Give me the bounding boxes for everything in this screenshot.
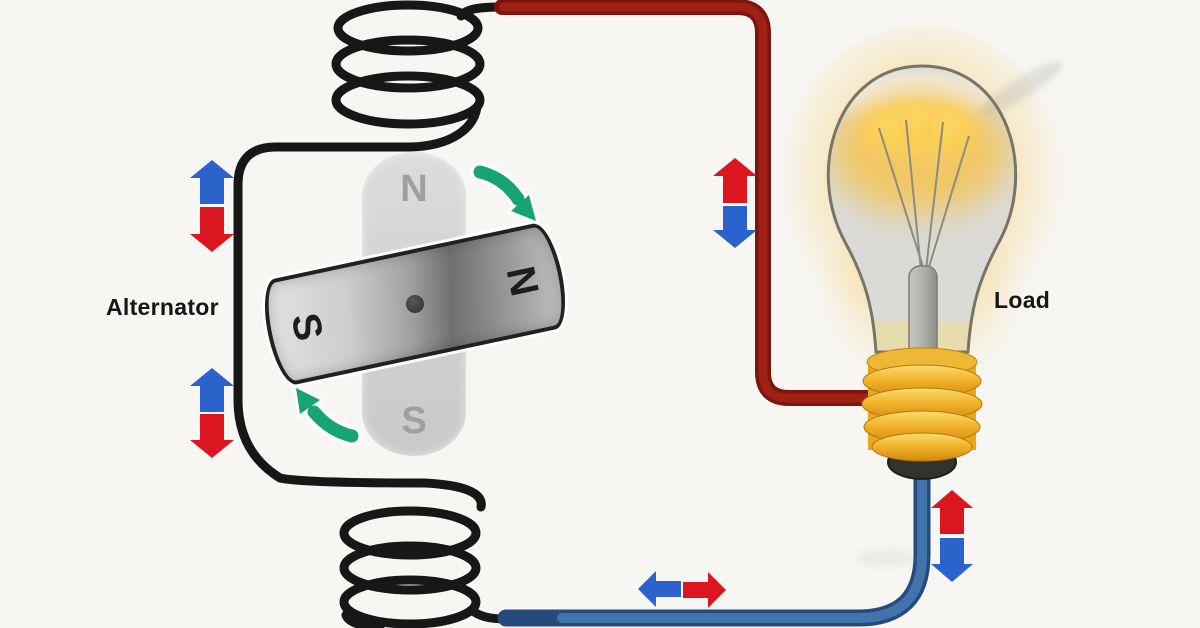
ac-arrow-right-bottom-wire-icon: [683, 572, 726, 608]
rotation-arrow-bottom-icon: [292, 384, 362, 446]
bulb-top-highlight: [828, 72, 1003, 120]
ac-arrow-up-left-upper-icon: [190, 160, 234, 204]
watermark-smudge: [856, 549, 916, 567]
rotor-south-pole-label: S: [282, 309, 332, 345]
glow-scallop: [903, 103, 929, 129]
screw-ridge: [861, 387, 983, 421]
rotor-north-pole-label: N: [497, 262, 547, 300]
ac-arrow-up-red-wire-icon: [713, 158, 757, 203]
rotation-arrow-top-icon: [470, 162, 541, 226]
bulb-screw-base: [861, 347, 983, 480]
light-bulb: [826, 64, 1018, 480]
ac-arrow-up-blue-riser-icon: [931, 490, 973, 534]
alternator-label: Alternator: [106, 294, 219, 320]
ac-arrow-up-left-lower-icon: [190, 368, 234, 412]
filament-glow-core: [860, 102, 976, 158]
bulb-stem: [908, 265, 938, 352]
red-wire: [494, 0, 878, 406]
screw-ridge: [866, 347, 978, 377]
bottom-coil: [339, 506, 511, 628]
ac-arrow-down-left-upper-icon: [190, 207, 234, 252]
ac-arrow-down-left-lower-icon: [190, 414, 234, 458]
glow-scallop: [935, 111, 961, 137]
bulb-glass-outline: [826, 64, 1018, 354]
filament-wires: [878, 119, 970, 271]
screw-ridge: [871, 432, 973, 462]
rotor-pivot-dot: [406, 295, 424, 313]
stator-north-pole-label: N: [400, 168, 428, 210]
base-body: [868, 358, 976, 450]
load-label: Load: [994, 287, 1051, 313]
watermark-smudge: [980, 61, 1064, 115]
blue-wire: [497, 455, 931, 627]
bulb-glass: [828, 66, 1016, 352]
filament-glow-soft: [830, 90, 1010, 214]
ac-arrow-left-bottom-wire-icon: [638, 571, 681, 607]
bulb-neck-tint: [868, 322, 976, 352]
screw-ridge: [863, 410, 981, 444]
base-contact: [887, 444, 957, 480]
ac-arrow-down-red-wire-icon: [713, 206, 757, 248]
stator-south-pole-label: S: [401, 400, 427, 442]
ac-arrow-down-blue-riser-icon: [931, 538, 973, 582]
glow-scallop: [873, 111, 899, 137]
screw-ridge: [862, 364, 982, 398]
